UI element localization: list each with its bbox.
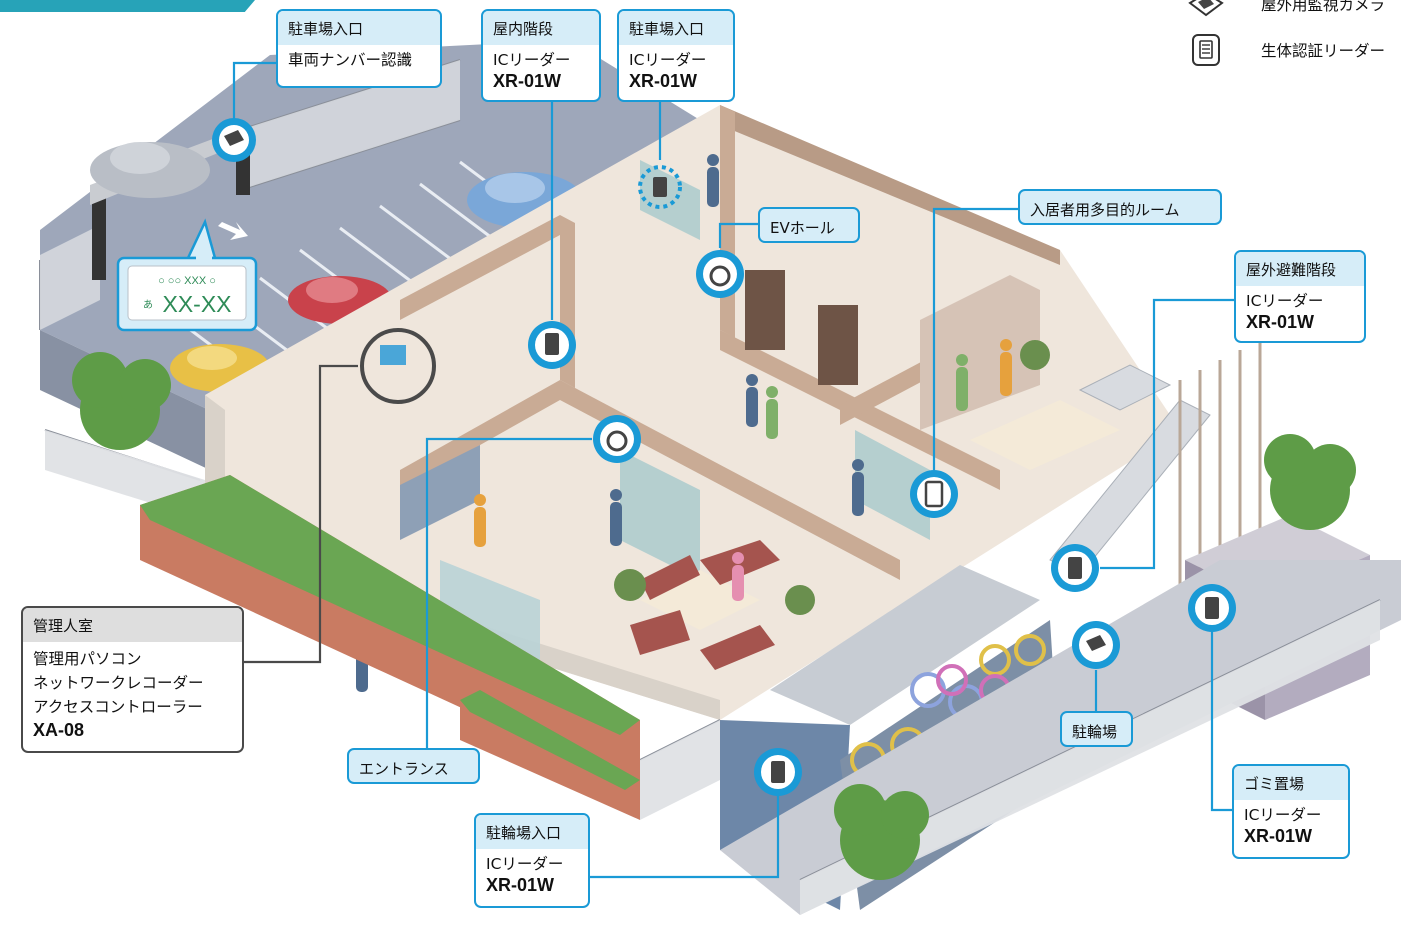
top-accent-bar bbox=[0, 0, 255, 12]
callout-item-controller: アクセスコントローラー bbox=[33, 698, 203, 716]
legend-outdoor-camera: 屋外用監視カメラ bbox=[1261, 0, 1385, 16]
multipurpose-biometric-marker bbox=[910, 470, 958, 518]
plate-number-text: XX-XX bbox=[162, 291, 231, 317]
license-plate-bubble: ○ ○○ XXX ○ あ XX-XX bbox=[116, 218, 258, 332]
callout-title: 管理人室 bbox=[23, 608, 242, 642]
callout-body: 車両ナンバー認識 bbox=[288, 51, 413, 69]
leader-lines bbox=[232, 61, 1234, 879]
biometric-reader-legend-icon bbox=[1192, 34, 1220, 66]
manager-room-marker bbox=[360, 328, 436, 404]
callout-model: XR-01W bbox=[1244, 826, 1313, 846]
callout-model: XR-01W bbox=[629, 71, 698, 91]
callout-parking-entrance-lpr: 駐車場入口 車両ナンバー認識 bbox=[276, 9, 442, 88]
escape-stairs-reader-marker bbox=[1051, 544, 1099, 592]
callout-model: XR-01W bbox=[486, 875, 555, 895]
callout-device: ICリーダー bbox=[486, 855, 564, 873]
callout-bicycle-parking: 駐輪場 bbox=[1060, 711, 1133, 747]
callout-model: XA-08 bbox=[33, 720, 85, 740]
legend-camera-label: 屋外用監視カメラ bbox=[1260, 0, 1385, 14]
callout-device: ICリーダー bbox=[1244, 806, 1322, 824]
callout-item-recorder: ネットワークレコーダー bbox=[33, 674, 204, 692]
parking-ic-reader-marker bbox=[638, 165, 682, 209]
indoor-stairs-reader-marker bbox=[528, 321, 576, 369]
callout-ev-hall: EVホール bbox=[758, 207, 860, 243]
plate-kana-text: あ bbox=[143, 299, 153, 311]
callout-garbage-area: ゴミ置場 ICリーダー XR-01W bbox=[1232, 764, 1350, 859]
outdoor-camera-legend-icon bbox=[1188, 0, 1224, 17]
bicycle-entrance-reader-marker bbox=[754, 748, 802, 796]
callout-item-pc: 管理用パソコン bbox=[33, 650, 142, 668]
plate-top-text: ○ ○○ XXX ○ bbox=[158, 275, 216, 287]
callout-multipurpose-room: 入居者用多目的ルーム bbox=[1018, 189, 1222, 225]
callout-device: ICリーダー bbox=[629, 51, 707, 69]
inner-walls bbox=[400, 105, 1000, 580]
callout-title: ゴミ置場 bbox=[1234, 766, 1348, 800]
callout-parking-entrance-ic: 駐車場入口 ICリーダー XR-01W bbox=[617, 9, 735, 102]
callout-title: EVホール bbox=[770, 219, 835, 237]
callout-title: 屋外避難階段 bbox=[1236, 252, 1364, 286]
callout-title: 駐輪場入口 bbox=[476, 815, 588, 849]
ev-hall-camera-marker bbox=[696, 250, 744, 298]
lpr-camera-marker bbox=[212, 118, 256, 162]
trees bbox=[72, 352, 1356, 880]
manager-leader-line bbox=[244, 364, 358, 664]
callout-title: 駐車場入口 bbox=[619, 11, 733, 45]
callout-entrance: エントランス bbox=[347, 748, 480, 784]
callout-device: ICリーダー bbox=[1246, 292, 1324, 310]
callout-title: 駐車場入口 bbox=[278, 11, 440, 45]
callout-manager-room: 管理人室 管理用パソコン ネットワークレコーダー アクセスコントローラー XA-… bbox=[21, 606, 244, 753]
callout-title: エントランス bbox=[359, 760, 449, 778]
callout-model: XR-01W bbox=[1246, 312, 1315, 332]
callout-title: 駐輪場 bbox=[1072, 723, 1118, 741]
callout-model: XR-01W bbox=[493, 71, 562, 91]
legend-reader-label: 生体認証リーダー bbox=[1260, 42, 1385, 60]
callout-bicycle-entrance: 駐輪場入口 ICリーダー XR-01W bbox=[474, 813, 590, 908]
bicycle-camera-marker bbox=[1072, 621, 1120, 669]
callout-device: ICリーダー bbox=[493, 51, 571, 69]
callout-outdoor-escape-stairs: 屋外避難階段 ICリーダー XR-01W bbox=[1234, 250, 1366, 343]
bicycle-roof bbox=[770, 565, 1040, 725]
legend-biometric-reader: 生体認証リーダー bbox=[1261, 38, 1385, 62]
callout-indoor-stairs: 屋内階段 ICリーダー XR-01W bbox=[481, 9, 601, 102]
garbage-reader-marker bbox=[1188, 584, 1236, 632]
callout-title: 屋内階段 bbox=[483, 11, 599, 45]
callout-title: 入居者用多目的ルーム bbox=[1030, 201, 1180, 219]
entrance-camera-marker bbox=[593, 415, 641, 463]
car-gray bbox=[90, 142, 210, 198]
